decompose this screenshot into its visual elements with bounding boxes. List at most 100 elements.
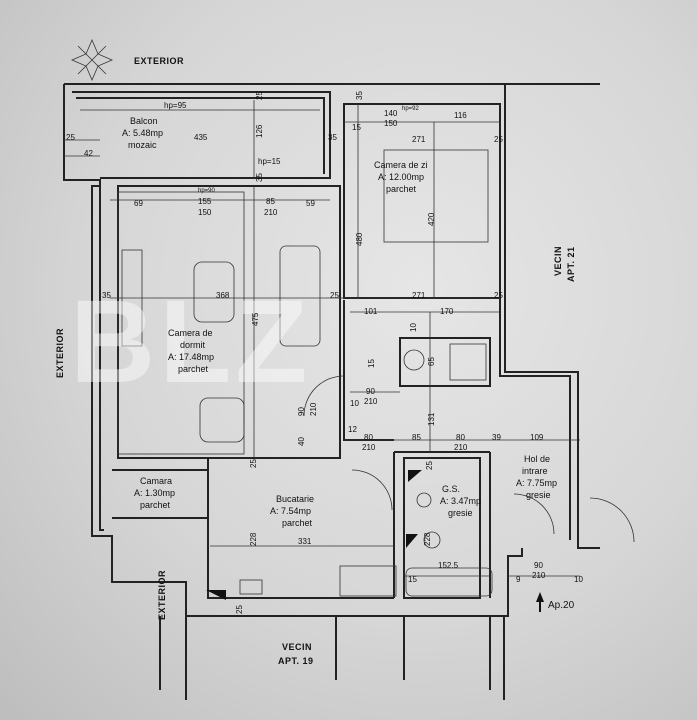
dim-25b: 25 <box>66 133 75 142</box>
dim-90b: 90 <box>297 407 306 416</box>
bucatarie-finish: parchet <box>282 518 313 528</box>
dim-90c: 90 <box>534 561 543 570</box>
washer <box>403 349 425 371</box>
dim-150b: 150 <box>198 208 212 217</box>
vecin-right-apt: APT. 21 <box>566 246 576 282</box>
left-wall-inner <box>99 186 104 531</box>
hol-area: A: 7.75mp <box>516 478 558 488</box>
dim-25f: 25 <box>249 459 258 468</box>
bed-living <box>383 149 489 243</box>
camara-name: Camara <box>140 476 173 486</box>
dim-15b: 15 <box>367 359 376 368</box>
vecin-right-label: VECIN <box>553 245 563 276</box>
hol-name-2: intrare <box>522 466 548 476</box>
balcony-inner <box>76 97 325 174</box>
dormitor-name-2: dormit <box>180 340 206 350</box>
gs-area: A: 3.47mp <box>440 496 482 506</box>
sink-bath <box>416 492 432 508</box>
dim-140: 140 <box>384 109 398 118</box>
dim-101: 101 <box>364 307 378 316</box>
arrow-up-icon <box>536 592 544 602</box>
dim-12: 12 <box>348 425 357 434</box>
dormitor-area: A: 17.48mp <box>168 352 215 362</box>
corridor-wall <box>343 300 394 441</box>
dim-80a: 80 <box>364 433 373 442</box>
dim-228b: 228 <box>423 532 432 546</box>
dim-85a: 85 <box>266 197 275 206</box>
balcon-name: Balcon <box>130 116 158 126</box>
dormitor-name-1: Camera de <box>168 328 213 338</box>
dim-155: 155 <box>198 197 212 206</box>
hol-name-1: Hol de <box>524 454 551 464</box>
column-2 <box>408 470 422 482</box>
exterior-left-label: EXTERIOR <box>55 327 65 378</box>
watermark: BLZ <box>70 276 312 408</box>
column-1 <box>206 590 226 600</box>
toilet <box>423 531 441 549</box>
sofa <box>279 245 321 347</box>
chair <box>199 397 245 443</box>
balcon-area: A: 5.48mp <box>122 128 164 138</box>
dim-35a: 35 <box>328 133 337 142</box>
dim-152: 152.5 <box>438 561 459 570</box>
dim-210b: 210 <box>364 397 378 406</box>
right-wall-inner <box>499 298 571 540</box>
utility-block <box>399 337 491 387</box>
dim-35b: 35 <box>255 173 264 182</box>
dim-65: 65 <box>427 357 436 366</box>
gs-name: G.S. <box>442 484 461 494</box>
dormitor-finish: parchet <box>178 364 209 374</box>
dim-131: 131 <box>427 412 436 426</box>
hall-walls <box>393 451 491 598</box>
armchair <box>193 261 235 323</box>
exterior-bottom-label: EXTERIOR <box>157 569 167 620</box>
door-swing-kitchen <box>351 469 393 511</box>
door-swing-hall <box>513 493 555 535</box>
dim-15a: 15 <box>352 123 361 132</box>
dim-109: 109 <box>530 433 544 442</box>
dim-69: 69 <box>134 199 143 208</box>
dim-25d: 25 <box>330 291 339 300</box>
dim-210e: 210 <box>454 443 468 452</box>
dim-25h: 25 <box>235 605 244 614</box>
dim-10a: 10 <box>409 323 418 332</box>
dim-435: 435 <box>194 133 208 142</box>
dim-35c: 35 <box>355 91 364 100</box>
sink-kitchen <box>239 579 263 595</box>
vecin-bottom-apt: APT. 19 <box>278 656 314 666</box>
dim-210a: 210 <box>264 208 278 217</box>
stove <box>339 565 397 597</box>
dim-25c: 25 <box>494 135 503 144</box>
door-swing-bedroom <box>303 375 345 417</box>
dim-hp92: hp=92 <box>402 106 419 112</box>
dim-59: 59 <box>306 199 315 208</box>
wardrobe <box>121 249 143 347</box>
camera-zi-finish: parchet <box>386 184 417 194</box>
camera-zi-name: Camera de zi <box>374 160 428 170</box>
dim-150a: 150 <box>384 119 398 128</box>
camera-zi-area: A: 12.00mp <box>378 172 425 182</box>
gs-finish: gresie <box>448 508 473 518</box>
dim-hp15: hp=15 <box>258 157 281 166</box>
dim-126: 126 <box>255 124 264 138</box>
bed-bedroom <box>117 191 245 455</box>
bathtub <box>405 567 493 597</box>
vecin-bottom-label: VECIN <box>282 642 313 652</box>
balcony-rail <box>72 91 331 179</box>
bucatarie-name: Bucatarie <box>276 494 315 504</box>
dim-15c: 15 <box>408 575 417 584</box>
exterior-top-label: EXTERIOR <box>134 56 185 66</box>
dim-9: 9 <box>516 575 521 584</box>
dim-10b: 10 <box>350 399 359 408</box>
camara-area: A: 1.30mp <box>134 488 176 498</box>
dim-25a: 25 <box>255 91 264 100</box>
dim-210d: 210 <box>362 443 376 452</box>
dim-25g: 25 <box>425 461 434 470</box>
counter <box>449 343 487 381</box>
bathroom-box <box>403 457 481 599</box>
dim-hp90: hp=90 <box>198 188 215 194</box>
bottom-walls <box>159 616 505 700</box>
dim-40: 40 <box>297 437 306 446</box>
